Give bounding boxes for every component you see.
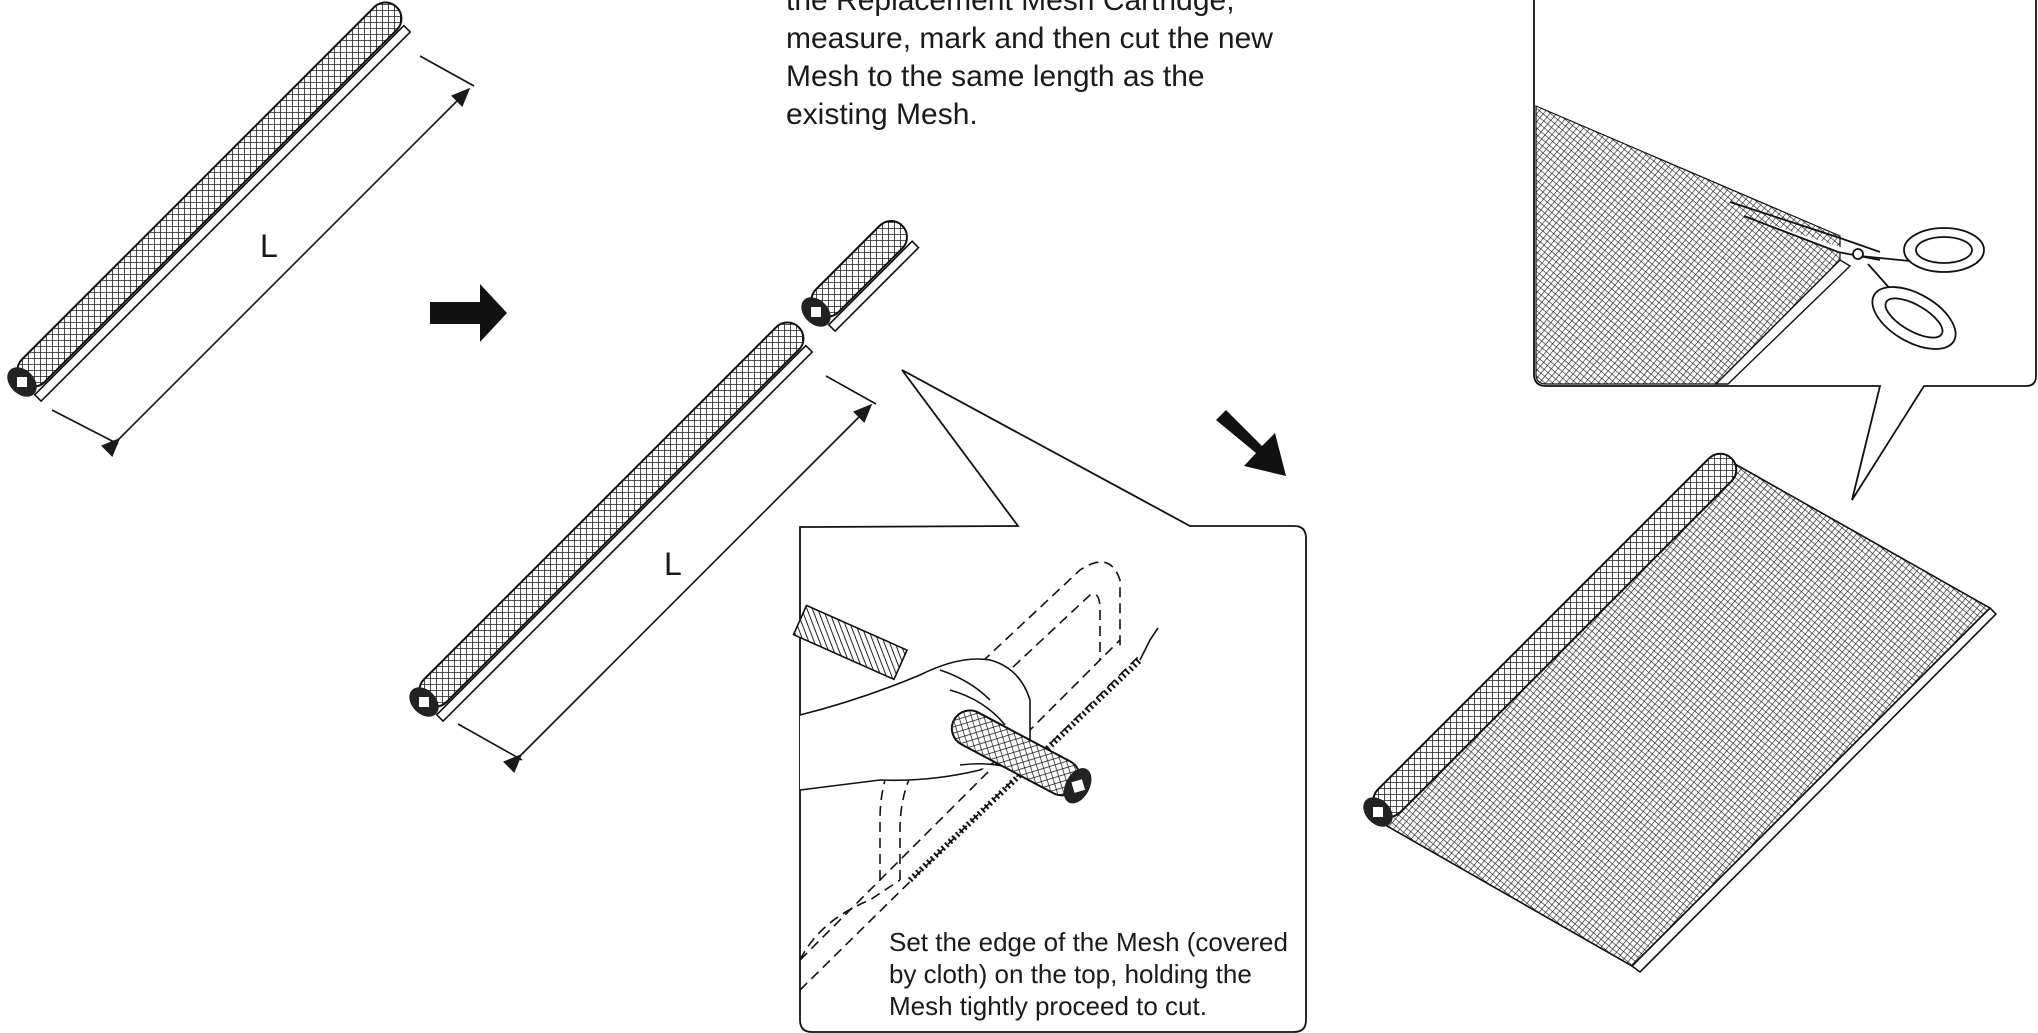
length-label-1: L — [260, 228, 278, 264]
mesh-roll-cut-piece — [801, 220, 920, 333]
instruction-text: the Replacement Mesh Cartridge, measure,… — [786, 0, 1326, 134]
caption-line-3: Mesh tightly proceed to cut. — [889, 991, 1207, 1021]
caption-line-1: Set the edge of the Mesh (covered — [889, 927, 1288, 957]
cutting-detail-callout — [792, 369, 1307, 1033]
instruction-line-3: Mesh to the same length as the — [786, 60, 1205, 93]
length-dimension-2 — [457, 375, 877, 773]
instruction-line-4: existing Mesh. — [786, 98, 978, 131]
length-dimension-1 — [51, 55, 475, 457]
mesh-roll-replacement — [409, 321, 814, 723]
instruction-line-2: measure, mark and then cut the new — [786, 22, 1273, 55]
arrow-right-icon — [430, 284, 507, 342]
scissors-icon — [1729, 201, 1985, 350]
caption-line-2: by cloth) on the top, holding the — [889, 959, 1252, 989]
scissors-detail-callout — [1533, 0, 2037, 501]
length-label-2: L — [664, 546, 682, 582]
callout-caption: Set the edge of the Mesh (covered by clo… — [889, 926, 1309, 1022]
instruction-line-1: the Replacement Mesh Cartridge, — [786, 0, 1235, 17]
arrow-down-right-icon — [1216, 410, 1286, 476]
mesh-unrolled — [1363, 452, 1998, 974]
